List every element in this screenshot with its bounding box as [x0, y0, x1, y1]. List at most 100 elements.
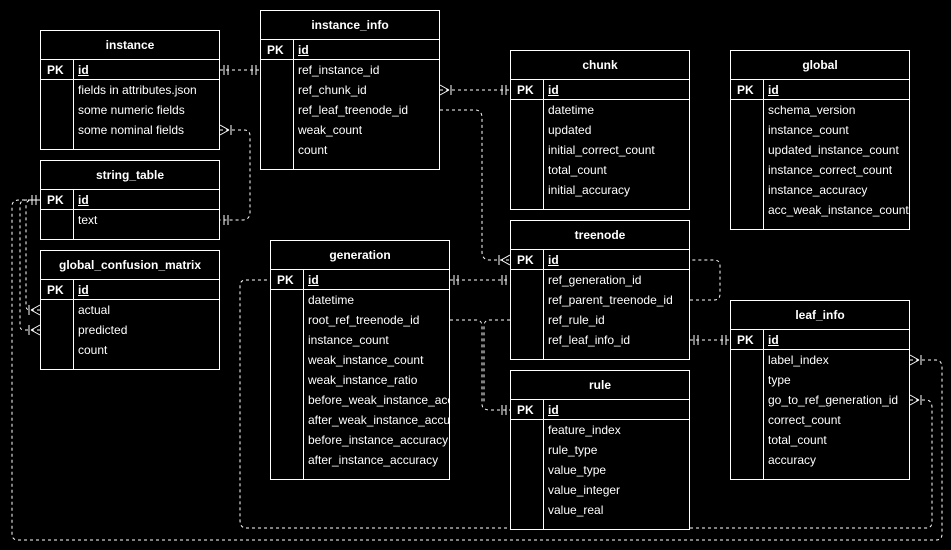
connector-confusion-actual-to-string-table[interactable]	[25, 199, 40, 311]
field-row: count	[298, 143, 328, 157]
connector-instance-info-to-treenode[interactable]	[440, 109, 510, 261]
field-row: initial_correct_count	[548, 143, 655, 157]
field-row: predicted	[78, 323, 128, 337]
field-row: accuracy	[768, 453, 817, 467]
entity-title: global_confusion_matrix	[41, 251, 219, 280]
pk-label: PK	[277, 273, 294, 287]
connector-instance-to-string-table[interactable]	[220, 129, 251, 221]
field-row: instance_count	[768, 123, 849, 137]
pk-field: id	[308, 273, 319, 287]
field-row: datetime	[548, 103, 595, 117]
field-row: datetime	[308, 293, 355, 307]
entity-title: string_table	[41, 161, 219, 190]
instance-nominal-many-marker	[219, 129, 230, 136]
field-row: some numeric fields	[78, 103, 185, 117]
leaf-info-label-many-marker	[909, 354, 920, 361]
primary-key-row: PK id	[271, 270, 449, 290]
field-row: fields in attributes.json	[78, 83, 197, 97]
field-row: ref_leaf_treenode_id	[298, 103, 409, 117]
treenode-id-many-marker	[500, 259, 511, 266]
pk-field: id	[548, 403, 559, 417]
entity-title: global	[731, 51, 909, 80]
field-row: label_index	[768, 353, 829, 367]
key-column-divider	[293, 40, 294, 170]
field-row: actual	[78, 303, 111, 317]
pk-label: PK	[517, 403, 534, 417]
key-column-divider	[763, 80, 764, 230]
field-row: count	[78, 343, 108, 357]
key-column-divider	[543, 400, 544, 530]
instance-info-chunk-many-marker	[439, 89, 450, 96]
connector-confusion-predicted-to-string-table[interactable]	[19, 199, 40, 331]
field-row: after_weak_instance_accuracy	[308, 413, 449, 427]
field-row: instance_accuracy	[768, 183, 868, 197]
field-row: text	[78, 213, 98, 227]
pk-field: id	[78, 63, 89, 77]
pk-field: id	[78, 193, 89, 207]
connector-generation-root-to-treenode[interactable]	[450, 319, 510, 411]
pk-label: PK	[517, 83, 534, 97]
pk-label: PK	[47, 193, 64, 207]
treenode-id-many-marker	[500, 254, 511, 261]
field-row: before_instance_accuracy	[308, 433, 449, 447]
key-column-divider	[543, 250, 544, 360]
field-row: go_to_ref_generation_id	[768, 393, 899, 407]
confusion-predicted-many-marker	[30, 324, 41, 331]
entity-title: instance	[41, 31, 219, 60]
key-column-divider	[763, 330, 764, 480]
field-row: rule_type	[548, 443, 598, 457]
entity-title: leaf_info	[731, 301, 909, 330]
field-row: instance_count	[308, 333, 389, 347]
pk-field: id	[298, 43, 309, 57]
field-row: after_instance_accuracy	[308, 453, 439, 467]
primary-key-row: PK id	[41, 190, 219, 210]
pk-label: PK	[47, 283, 64, 297]
pk-field: id	[78, 283, 89, 297]
field-row: type	[768, 373, 791, 387]
field-row: updated_instance_count	[768, 143, 899, 157]
entity-title: rule	[511, 371, 689, 400]
entity-title: treenode	[511, 221, 689, 250]
field-row: initial_accuracy	[548, 183, 631, 197]
field-row: weak_instance_ratio	[308, 373, 418, 387]
primary-key-row: PK id	[261, 40, 439, 60]
pk-label: PK	[47, 63, 64, 77]
confusion-actual-many-marker	[30, 309, 41, 316]
key-column-divider	[73, 280, 74, 370]
pk-label: PK	[267, 43, 284, 57]
field-row: weak_instance_count	[308, 353, 424, 367]
field-row: ref_instance_id	[298, 63, 380, 77]
pk-field: id	[548, 253, 559, 267]
field-row: ref_leaf_info_id	[548, 333, 631, 347]
field-row: value_real	[548, 503, 604, 517]
key-column-divider	[543, 80, 544, 210]
key-column-divider	[303, 270, 304, 480]
entity-title: generation	[271, 241, 449, 270]
field-row: ref_parent_treenode_id	[548, 293, 673, 307]
entity-title: chunk	[511, 51, 689, 80]
field-row: feature_index	[548, 423, 621, 437]
instance-info-chunk-many-marker	[439, 84, 450, 91]
confusion-actual-many-marker	[30, 304, 41, 311]
pk-field: id	[768, 83, 779, 97]
primary-key-row: PK id	[41, 280, 219, 300]
connector-treenode-self-parent[interactable]	[690, 259, 721, 301]
connector-treenode-to-rule[interactable]	[483, 319, 510, 404]
confusion-predicted-many-marker	[30, 329, 41, 336]
field-row: before_weak_instance_accuracy	[308, 393, 449, 407]
field-row: ref_rule_id	[548, 313, 605, 327]
